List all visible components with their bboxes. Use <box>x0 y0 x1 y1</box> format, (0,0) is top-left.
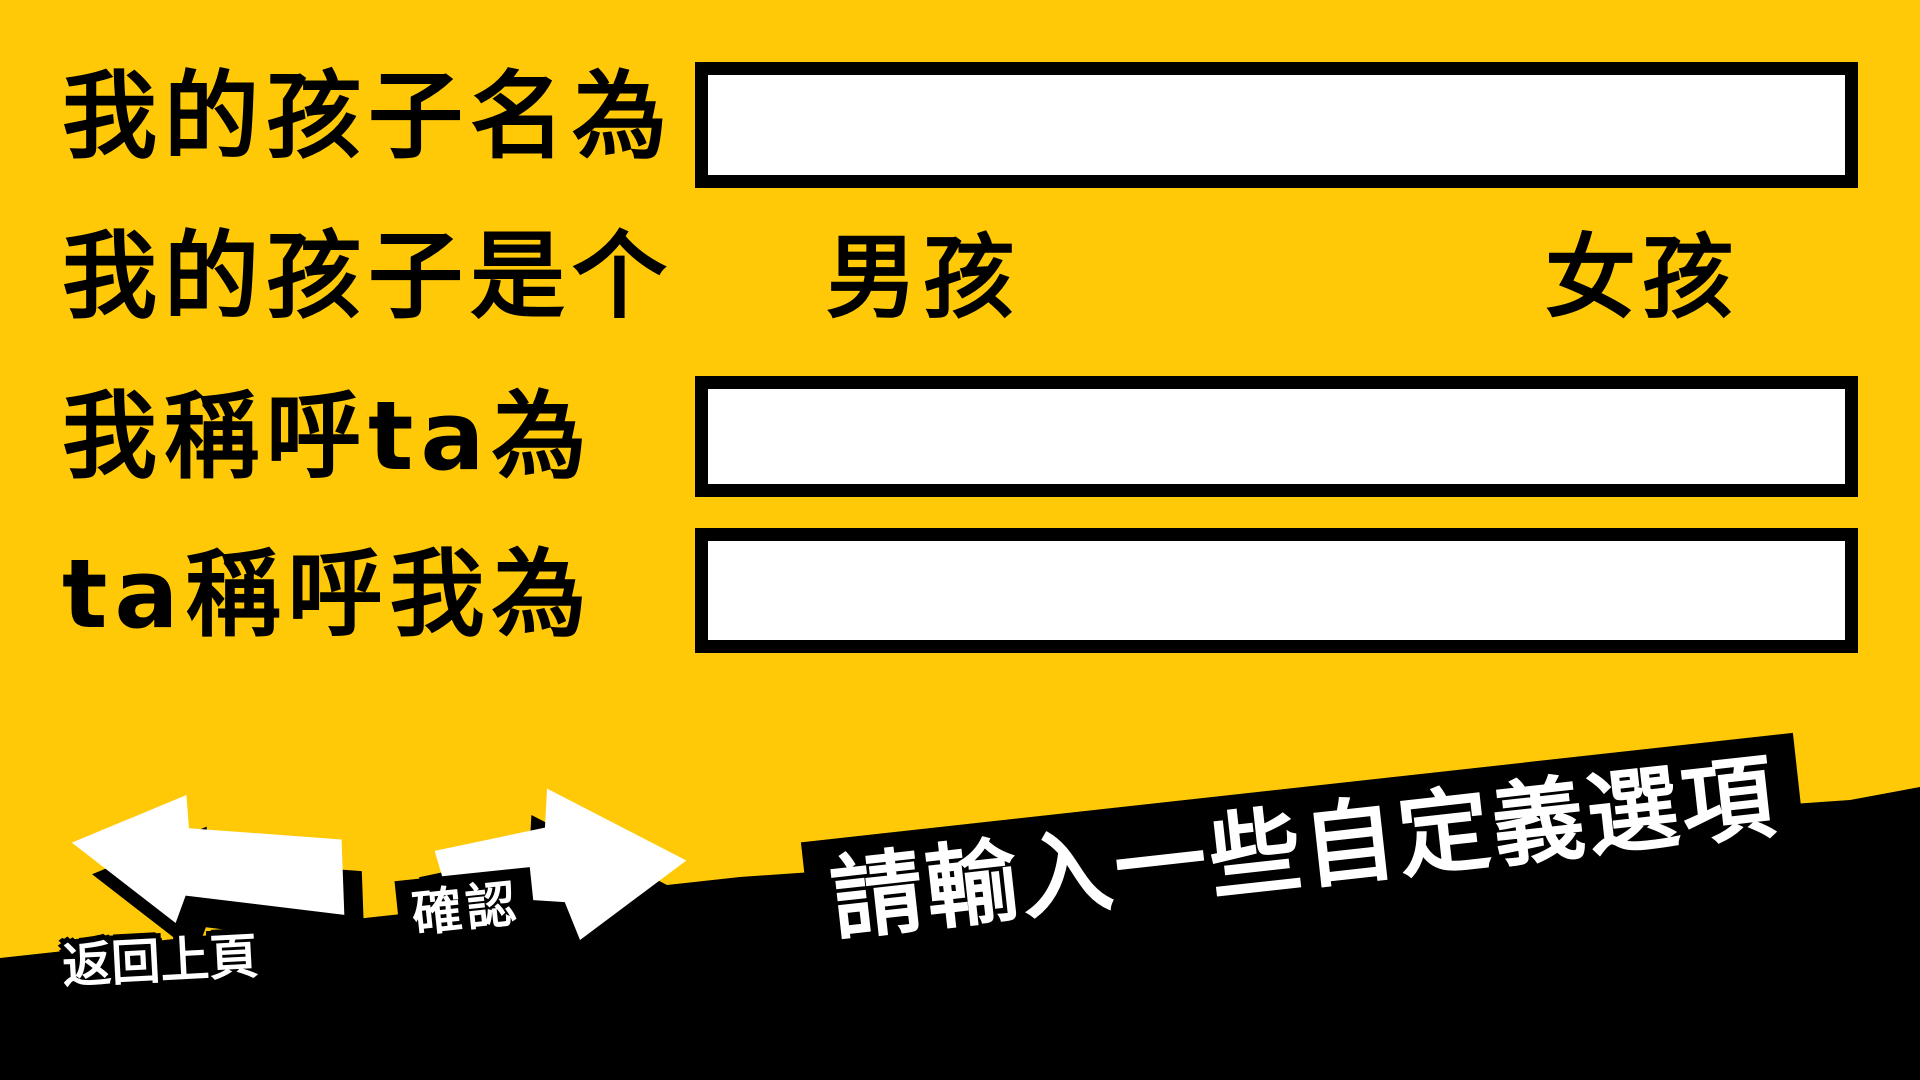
option-girl[interactable]: 女孩 <box>1545 226 1740 331</box>
child-name-label: 我的孩子名為 <box>62 62 675 172</box>
child-call-me-label: ta稱呼我為 <box>62 540 594 650</box>
my-call-child-label: 我稱呼ta為 <box>62 382 594 492</box>
confirm-arrow-icon <box>419 788 687 967</box>
child-call-me-box <box>695 528 1858 653</box>
back-arrow-icon <box>71 795 365 955</box>
confirm-button[interactable] <box>419 775 704 967</box>
child-name-box <box>695 62 1858 188</box>
back-button-label[interactable]: 返回上頁 <box>60 927 260 996</box>
child-name-input[interactable] <box>708 75 1845 175</box>
confirm-button-label[interactable]: 確認 <box>394 867 538 955</box>
back-button[interactable] <box>62 779 365 955</box>
child-gender-label: 我的孩子是个 <box>62 222 675 332</box>
child-call-me-input[interactable] <box>708 541 1845 640</box>
my-call-child-input[interactable] <box>708 389 1845 484</box>
my-call-child-box <box>695 376 1858 497</box>
option-boy[interactable]: 男孩 <box>826 226 1021 331</box>
